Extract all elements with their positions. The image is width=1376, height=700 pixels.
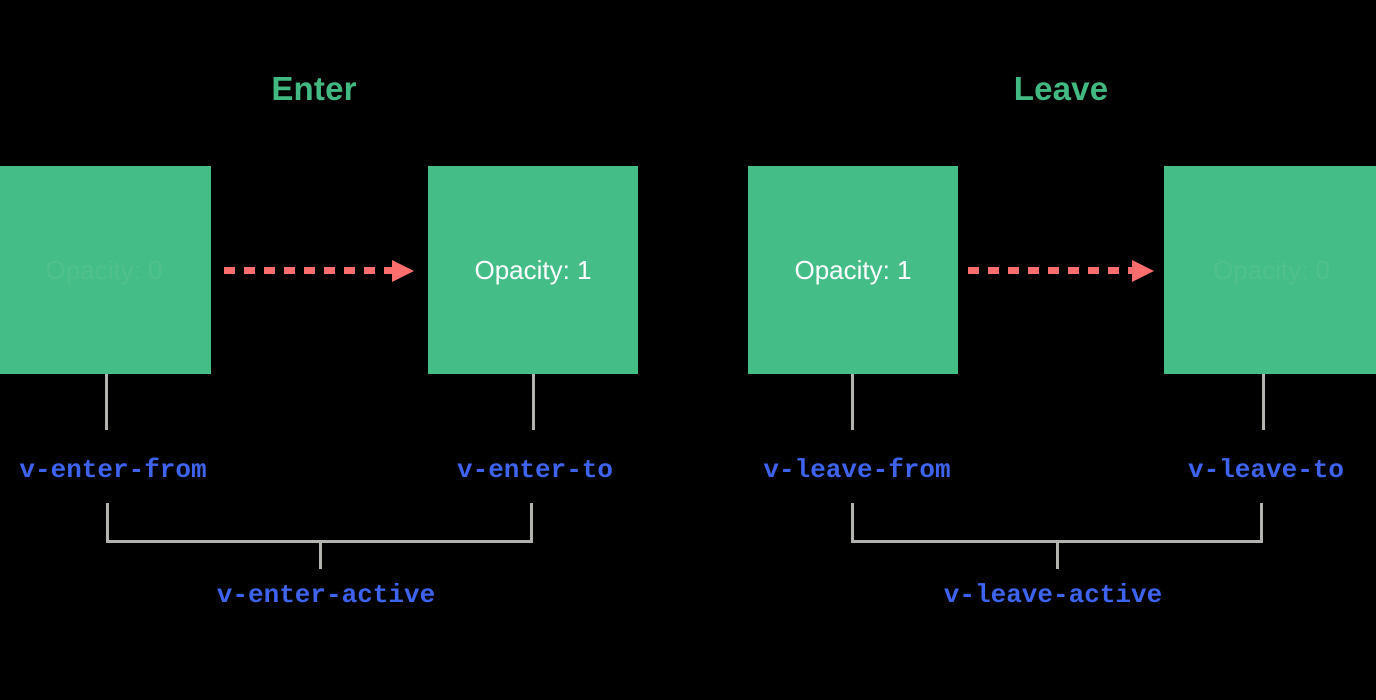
state-box-enter-from: Opacity: 0 [0,166,211,374]
arrow-head-icon [392,260,414,282]
state-box-enter-to-label: Opacity: 1 [474,255,592,285]
class-label-v-enter-from: v-enter-from [19,455,207,485]
connector-stem-leave-from [851,374,854,430]
state-box-enter-from-label: Opacity: 0 [45,255,163,285]
transition-arrow-leave [968,260,1154,282]
connector-stem-enter-from [105,374,108,430]
connector-stem-enter-to [532,374,535,430]
class-label-v-leave-from: v-leave-from [763,455,951,485]
transition-arrow-enter [224,260,414,282]
state-box-leave-from-label: Opacity: 1 [794,255,912,285]
bracket-stem-enter-active [319,543,322,569]
arrow-head-icon [1132,260,1154,282]
state-box-enter-to: Opacity: 1 [428,166,638,374]
class-label-v-enter-active: v-enter-active [216,580,436,610]
state-box-leave-to: Opacity: 0 [1164,166,1376,374]
state-box-leave-to-label: Opacity: 0 [1212,255,1331,285]
class-label-v-leave-to: v-leave-to [1187,455,1345,485]
bracket-stem-leave-active [1056,543,1059,569]
span-bracket-leave-active [851,503,1263,543]
arrow-dashed-line-icon [968,267,1132,274]
span-bracket-enter-active [106,503,533,543]
state-box-leave-from: Opacity: 1 [748,166,958,374]
section-heading-leave: Leave [1013,70,1109,107]
class-label-v-leave-active: v-leave-active [943,580,1163,610]
arrow-dashed-line-icon [224,267,392,274]
section-heading-enter: Enter [271,70,357,107]
class-label-v-enter-to: v-enter-to [456,455,614,485]
connector-stem-leave-to [1262,374,1265,430]
